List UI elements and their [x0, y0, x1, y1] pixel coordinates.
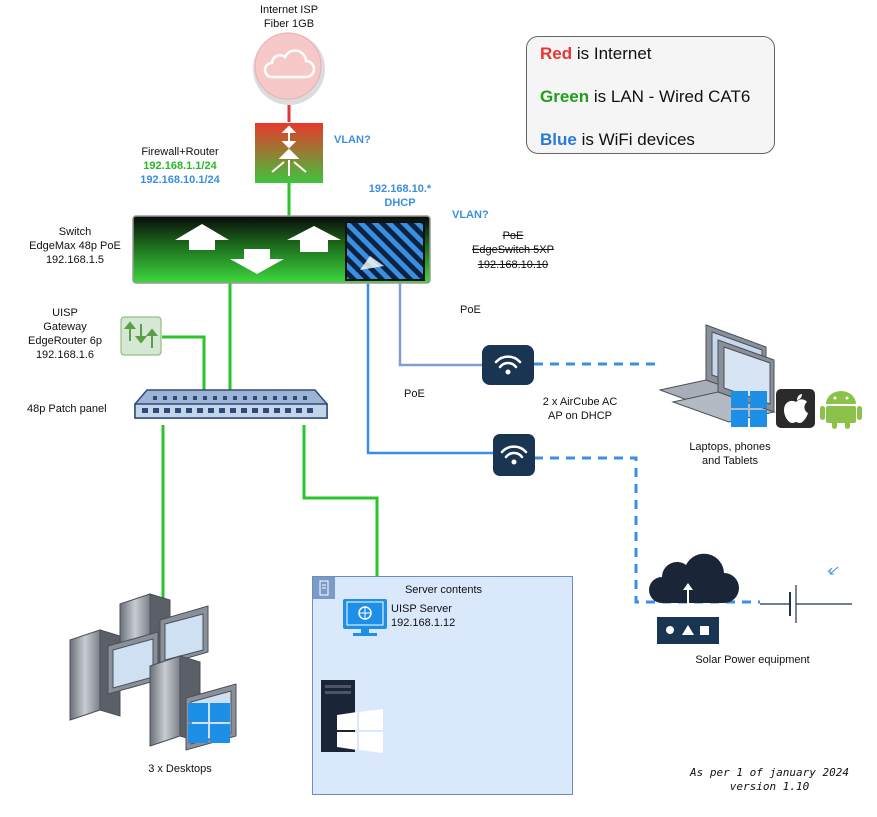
- patch-panel-icon: [134, 389, 328, 419]
- gateway-icon: [120, 316, 162, 356]
- legend-box: Red is Internet Green is LAN - Wired CAT…: [526, 36, 775, 154]
- dhcp-label: DHCP: [384, 197, 416, 209]
- isp-label-line1: Internet ISP: [259, 4, 319, 16]
- lan-patch-server: [302, 425, 379, 576]
- poe-switch-line2: EdgeSwitch 5XP: [472, 244, 554, 256]
- windows-icon: [731, 391, 767, 427]
- server-ip: 192.168.1.12: [391, 617, 456, 629]
- isp-label-line2: Fiber 1GB: [263, 18, 315, 30]
- server-graphics: [313, 577, 387, 753]
- legend-text-red: is Internet: [572, 44, 652, 63]
- switch-label-line3: 192.168.1.5: [45, 254, 105, 266]
- poe-switch-overlay: [345, 221, 425, 281]
- legend-row-lan: Green is LAN - Wired CAT6: [540, 87, 750, 107]
- server-menu-icon: [313, 577, 335, 599]
- devices-label-line2: and Tablets: [701, 455, 759, 467]
- gateway-label-line2: Gateway: [43, 321, 87, 333]
- firewall-icon: [255, 123, 323, 183]
- poe-switch-line3: 192.168.10.10: [477, 259, 549, 271]
- poe-top-label: PoE: [460, 304, 481, 316]
- aircube-label-line2: AP on DHCP: [548, 410, 612, 422]
- firewall-title: Firewall+Router: [141, 146, 219, 158]
- lan-lines: [161, 183, 379, 600]
- windows-icon: [188, 703, 230, 743]
- switch-icon: [132, 215, 431, 284]
- poe-bottom-label: PoE: [404, 388, 425, 400]
- solar-label: Solar Power equipment: [695, 654, 810, 666]
- legend-key-red: Red: [540, 44, 573, 63]
- poe-line-bottom: [366, 283, 493, 455]
- server-tower-icon: [321, 680, 383, 753]
- switch-label-line2: EdgeMax 48p PoE: [29, 240, 121, 252]
- firewall-wifi-ip: 192.168.10.1/24: [140, 174, 220, 186]
- server-name: UISP Server: [391, 603, 452, 615]
- switch-label-line1: Switch: [58, 226, 92, 238]
- dhcp-range: 192.168.10.*: [368, 183, 432, 195]
- footer-version: version 1.10: [729, 780, 810, 793]
- wifi-ap-icon: [493, 434, 535, 476]
- poe-line-top: [398, 283, 482, 367]
- firewall-vlan-note: VLAN?: [334, 134, 371, 146]
- server-monitor-icon: [343, 599, 387, 636]
- legend-key-green: Green: [540, 87, 590, 106]
- poe-switch-line1: PoE: [502, 230, 524, 242]
- patch-panel-label: 48p Patch panel: [27, 403, 107, 415]
- legend-row-internet: Red is Internet: [540, 44, 652, 64]
- aircube-label-line1: 2 x AirCube AC: [542, 396, 618, 408]
- solar-equipment-icon: [760, 566, 852, 623]
- legend-row-wifi: Blue is WiFi devices: [540, 130, 695, 150]
- gateway-label-line3: EdgeRouter 6p: [28, 335, 102, 347]
- firewall-lan-ip: 192.168.1.1/24: [143, 160, 217, 172]
- desktops-label: 3 x Desktops: [148, 763, 212, 775]
- solar-cloud-icon: [649, 553, 739, 644]
- android-icon: [820, 391, 862, 429]
- server-container: Server contents UISP Server 192.168.1.12: [312, 576, 573, 795]
- gateway-label-line1: UISP: [52, 307, 78, 319]
- legend-key-blue: Blue: [540, 130, 577, 149]
- legend-text-blue: is WiFi devices: [576, 130, 695, 149]
- footer-date: As per 1 of january 2024: [690, 766, 849, 779]
- cloud-icon: [253, 32, 325, 105]
- poe-switch-vlan-note: VLAN?: [452, 209, 489, 221]
- server-title: Server contents: [404, 584, 483, 596]
- apple-icon: [776, 389, 815, 428]
- wifi-ap-icon: [482, 345, 534, 385]
- lan-gateway-patch: [162, 335, 206, 393]
- gateway-label-line4: 192.168.1.6: [35, 349, 95, 361]
- legend-text-green: is LAN - Wired CAT6: [589, 87, 751, 106]
- devices-label-line1: Laptops, phones: [689, 441, 771, 453]
